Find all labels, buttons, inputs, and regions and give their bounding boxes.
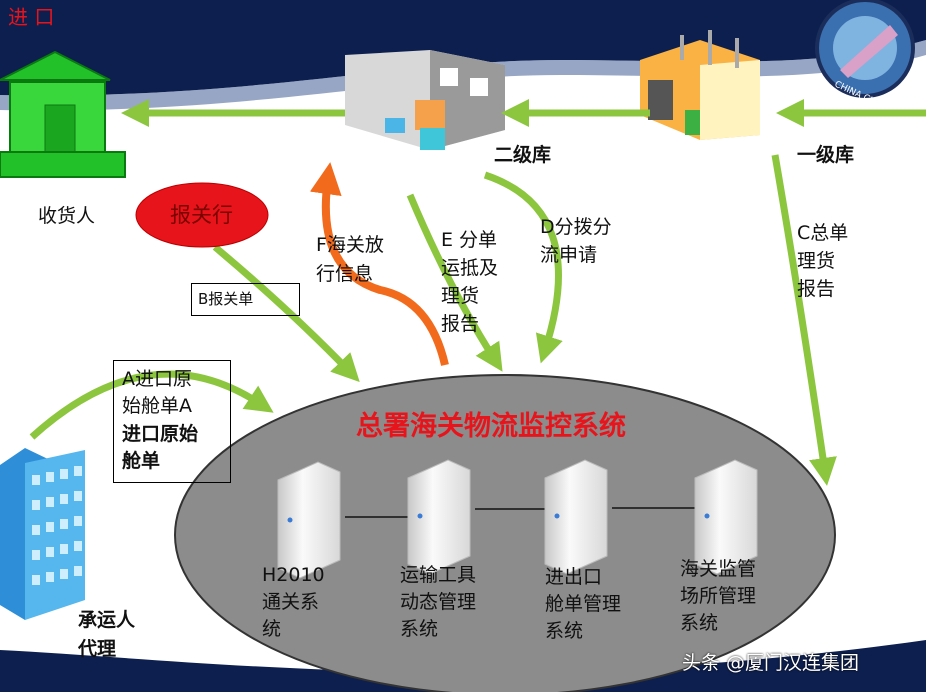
flow-d-label: D分拨分 流申请 <box>540 216 612 266</box>
flow-a-line3: 进口原始 <box>122 423 199 445</box>
bottom-banner <box>0 640 926 692</box>
arrow-a <box>29 370 274 440</box>
server-label-manifest: 进出口 舱单管理 系统 <box>545 566 622 642</box>
arrow-f <box>309 162 449 366</box>
china-customs-logo: CHINA CUS <box>815 0 915 110</box>
system-ellipse <box>174 374 836 692</box>
flow-f-label: F海关放 行信息 <box>316 234 384 285</box>
carrier-agent-label: 承运人 代理 <box>78 609 136 660</box>
flow-a-line4: 舱单 <box>122 450 161 472</box>
section-title: 进 口 <box>8 5 55 29</box>
flow-a-box <box>113 360 231 483</box>
flow-c-label: C总单 理货 报告 <box>797 222 849 300</box>
server-label-supervision: 海关监管 场所管理 系统 <box>680 558 757 634</box>
server-label-h2010: H2010 通关系 统 <box>262 564 325 640</box>
primary-warehouse-icon <box>640 30 760 140</box>
server-icon <box>694 459 758 575</box>
server-label-transport: 运输工具 动态管理 系统 <box>400 564 477 640</box>
consignee-label: 收货人 <box>38 205 96 227</box>
arrow-d <box>483 171 563 364</box>
office-building-icon <box>0 448 85 620</box>
customs-broker-label: 报关行 <box>170 203 233 227</box>
secondary-warehouse-icon <box>345 50 505 150</box>
flow-a-line2: 始舱单A <box>122 395 192 417</box>
customs-broker-node <box>135 182 269 248</box>
top-banner <box>0 0 926 96</box>
system-title: 总署海关物流监控系统 <box>356 411 626 442</box>
flow-b-box <box>191 283 300 316</box>
server-icon <box>407 459 471 575</box>
watermark: 头条 @厦门汉连集团 <box>682 652 860 674</box>
bank-building-icon <box>0 50 126 178</box>
primary-warehouse-label: 一级库 <box>797 144 855 166</box>
flow-b-label: B报关单 <box>198 290 254 308</box>
arrow-b <box>212 244 360 383</box>
secondary-warehouse-label: 二级库 <box>494 144 552 166</box>
flow-e-label: E 分单 运抵及 理货 报告 <box>441 229 499 335</box>
flow-a-line1: A进口原 <box>122 368 192 390</box>
arrow-c <box>771 154 837 486</box>
server-icon <box>277 461 341 579</box>
arrow-e <box>406 193 503 372</box>
server-icon <box>544 459 608 575</box>
